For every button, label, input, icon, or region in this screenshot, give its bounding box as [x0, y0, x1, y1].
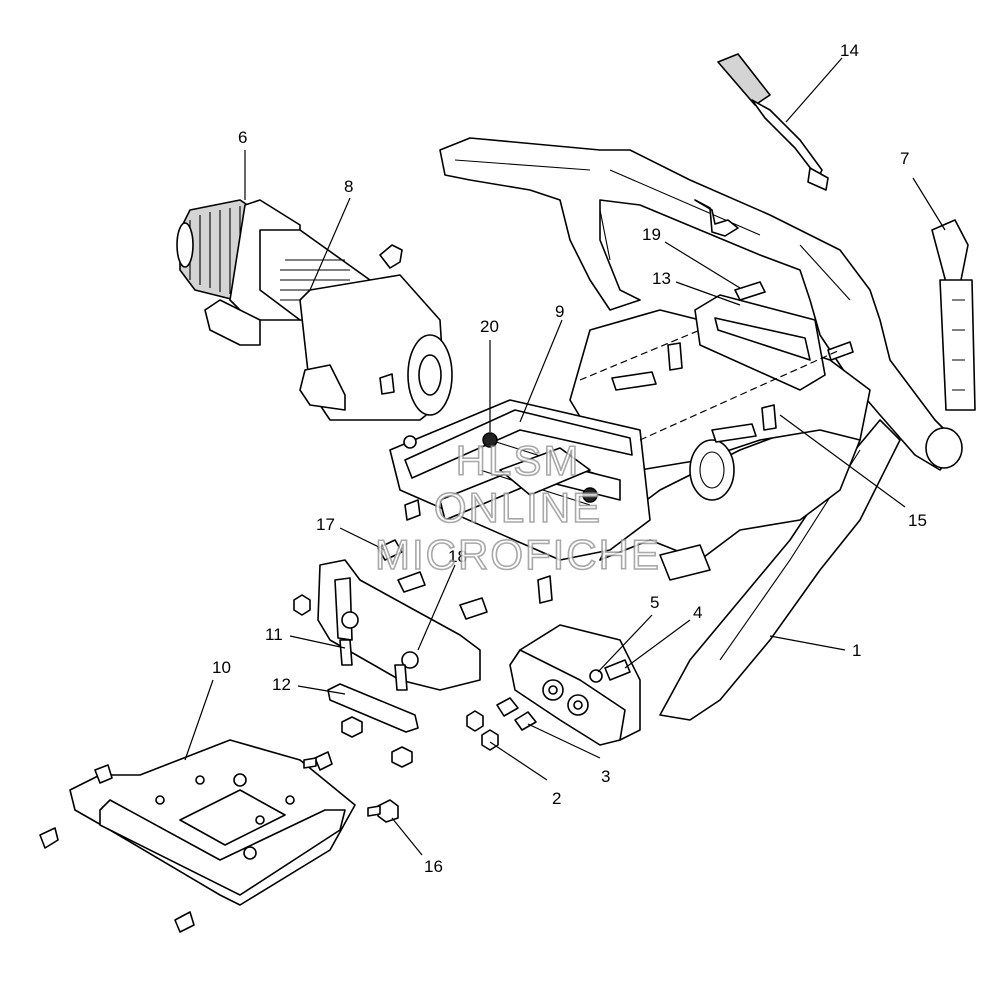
roller-fairlead: [667, 281, 854, 431]
fasteners: [39, 539, 631, 933]
wiring-connector: [717, 53, 829, 191]
guide-line-fairlead: [579, 329, 841, 441]
callout-3: 3: [601, 767, 610, 786]
watermark-line-1: HLSM: [456, 437, 581, 484]
callout-16: 16: [424, 857, 443, 876]
callout-18: 18: [448, 547, 467, 566]
callout-labels: 1 2 3 4 5 6 7 8 9 10 11 12 13 14 15 16 1…: [212, 41, 927, 876]
callout-8: 8: [344, 177, 353, 196]
watermark: HLSM ONLINE MICROFICHE: [374, 436, 661, 579]
callout-13: 13: [652, 269, 671, 288]
callout-20: 20: [480, 317, 499, 336]
callout-5: 5: [650, 593, 659, 612]
bumper-frame: [439, 137, 963, 746]
callout-7: 7: [900, 149, 909, 168]
flange-bolt-17: [377, 539, 403, 561]
hook-and-strap: [931, 219, 976, 411]
link-plate: [327, 683, 419, 733]
leader-lines: [184, 57, 946, 856]
winch-mounting-bracket: [389, 399, 651, 604]
callout-4: 4: [693, 603, 702, 622]
skid-plate: [69, 739, 356, 906]
callout-12: 12: [272, 675, 291, 694]
support-bracket: [317, 559, 481, 691]
callout-11: 11: [265, 625, 283, 644]
callout-9: 9: [555, 302, 564, 321]
callout-15: 15: [908, 511, 927, 530]
nut-small-2: [481, 729, 499, 751]
watermark-line-3: MICROFICHE: [375, 531, 661, 578]
callout-17: 17: [316, 515, 335, 534]
callout-6: 6: [238, 128, 247, 147]
callout-2: 2: [552, 789, 561, 808]
callout-1: 1: [852, 641, 861, 660]
callout-19: 19: [642, 225, 661, 244]
bolt-16: [377, 799, 399, 823]
spacer-3: [514, 711, 537, 731]
screw-4: [604, 659, 631, 681]
callout-14: 14: [840, 41, 859, 60]
winch-assembly: [176, 199, 453, 421]
callout-10: 10: [212, 658, 231, 677]
watermark-line-2: ONLINE: [434, 484, 602, 531]
washer-5: [589, 669, 603, 683]
